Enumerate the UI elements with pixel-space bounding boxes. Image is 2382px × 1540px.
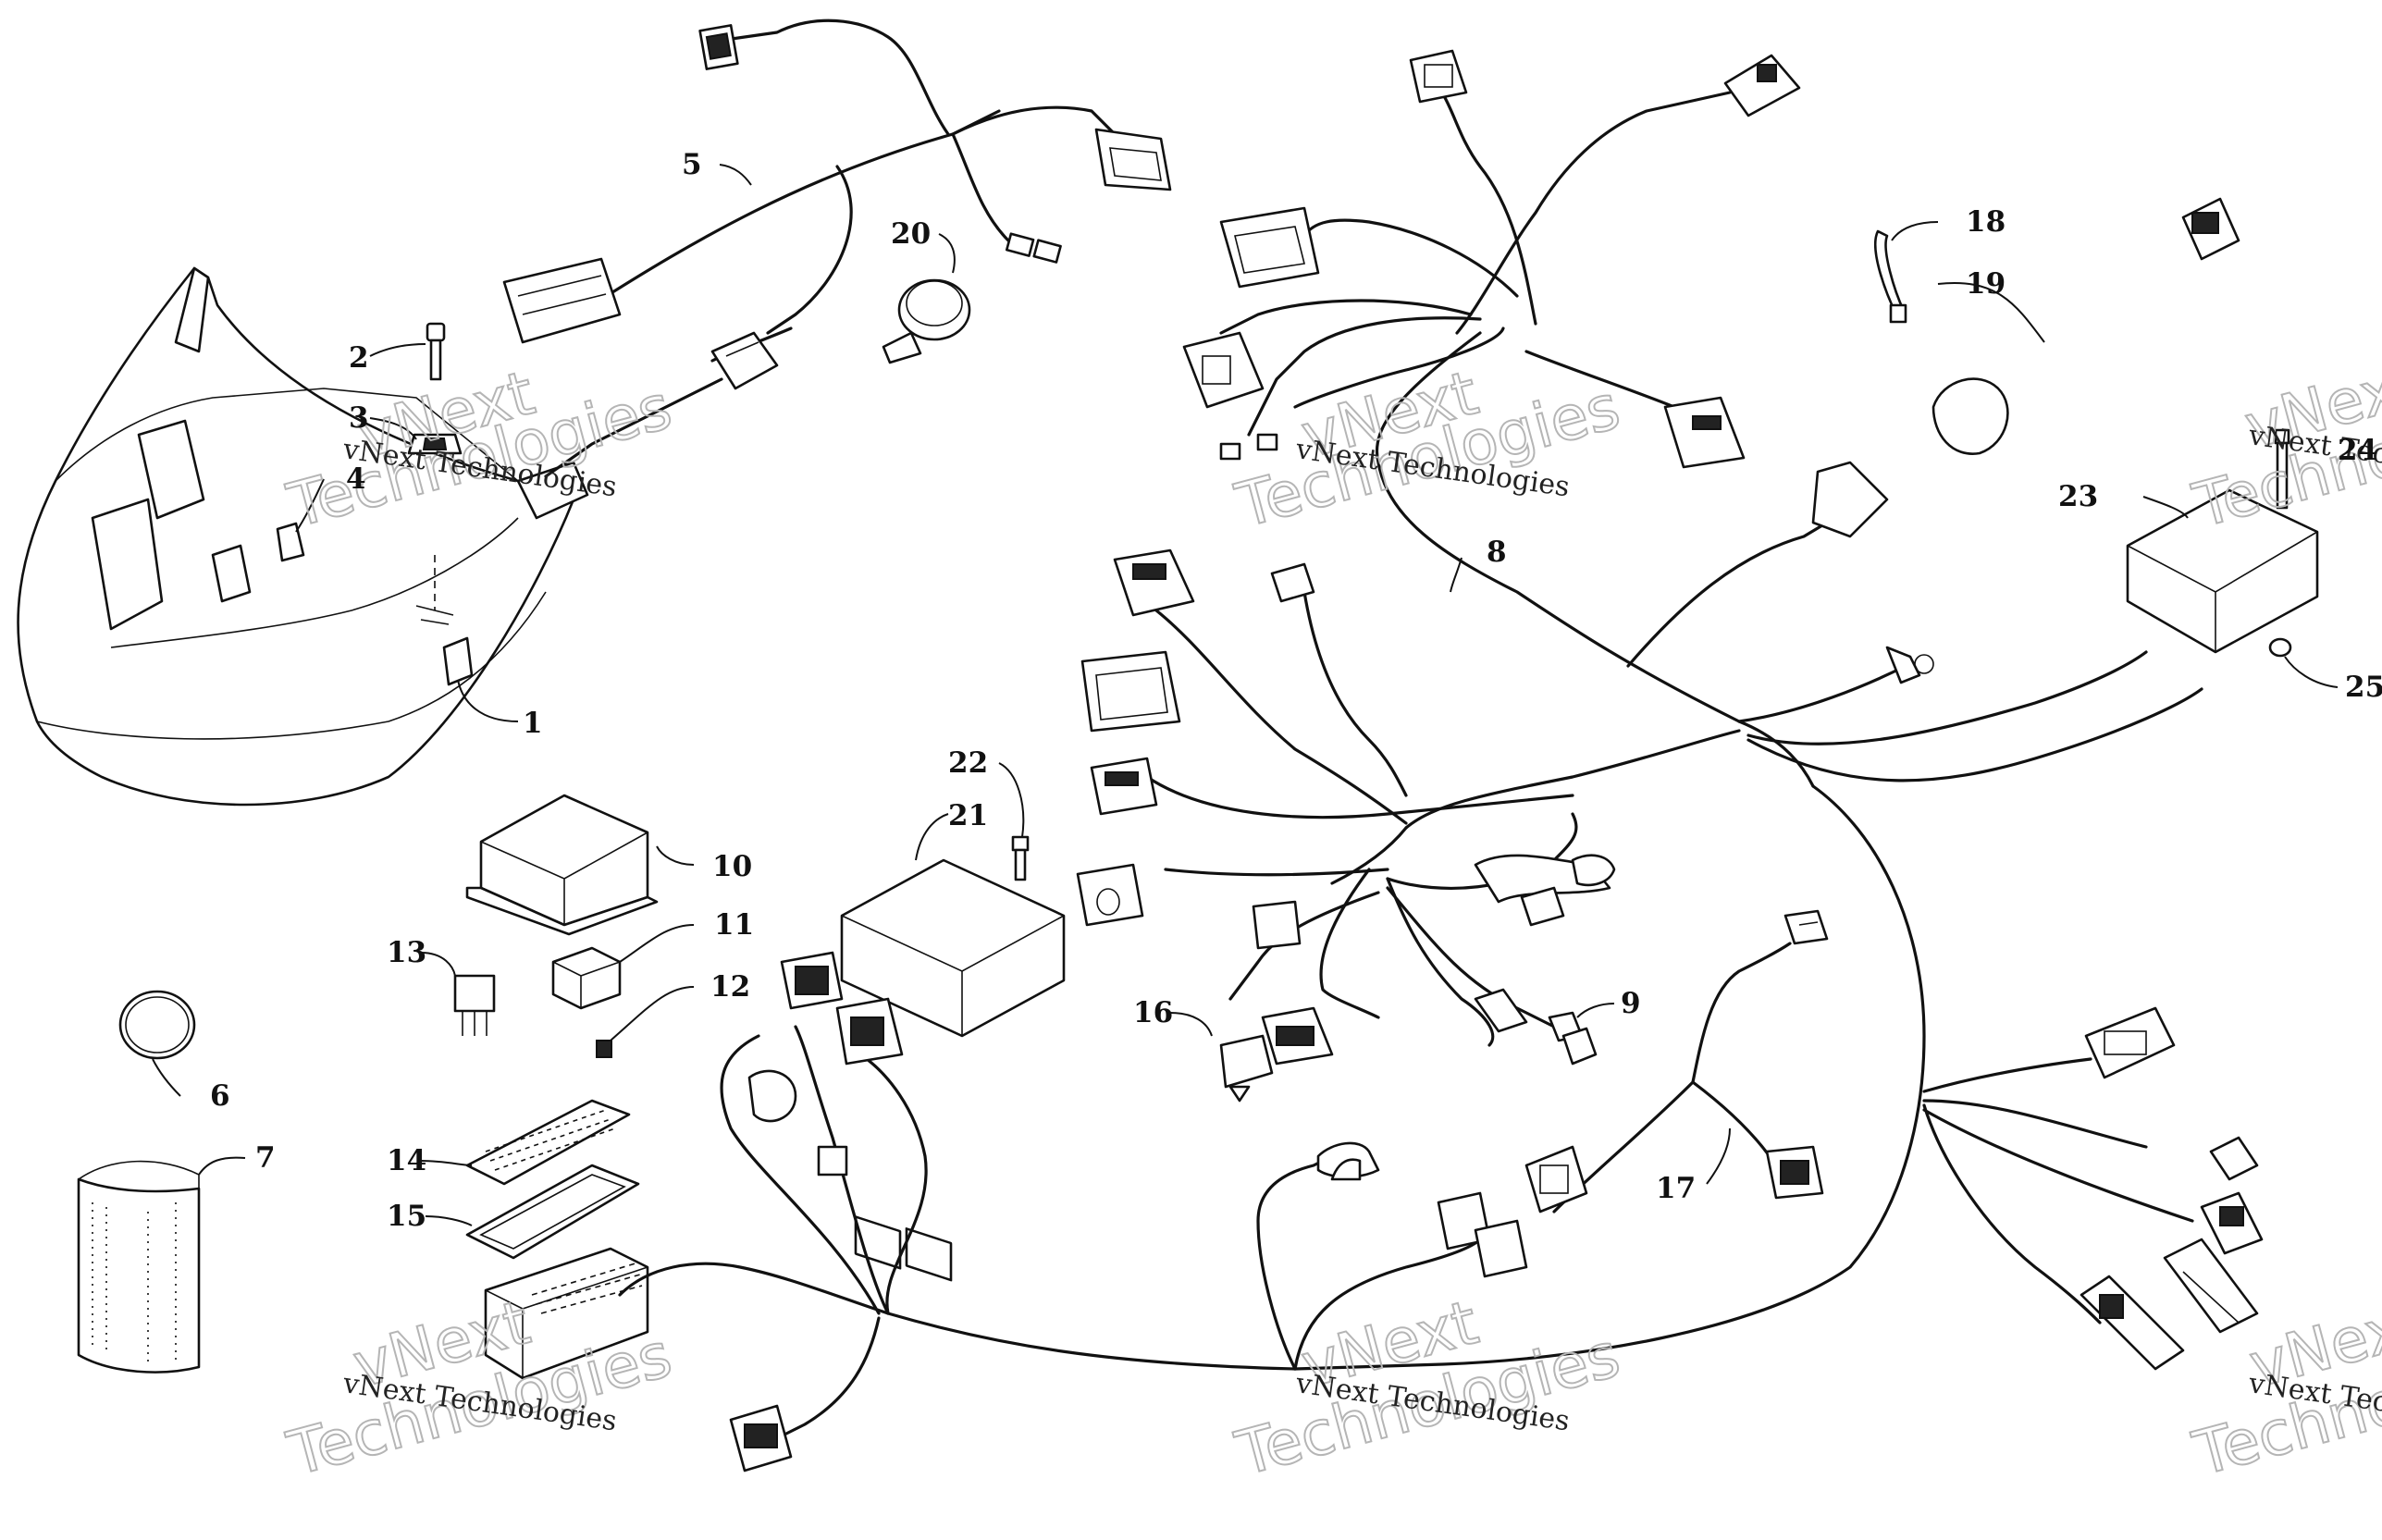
connector [1005,232,1062,264]
bracket-part-4 [276,522,305,562]
callout-25: 25 [2345,671,2382,704]
callout-23: 23 [2058,480,2098,513]
connector [2080,1275,2185,1371]
mini-fuse-part-12 [596,1040,612,1058]
connector [2163,1238,2259,1334]
connector [1571,854,1616,887]
connector [502,257,622,344]
callout-10: 10 [712,850,752,883]
connector [710,331,779,390]
callout-11: 11 [714,908,754,942]
callout-12: 12 [710,970,750,1004]
connector [1330,1158,1362,1181]
callout-16: 16 [1133,996,1173,1029]
screw-part-2 [426,322,446,381]
callout-4: 4 [346,462,366,496]
main-harness [544,18,2203,1440]
callout-15: 15 [387,1200,426,1233]
connector [1723,54,1801,117]
connector [729,1404,793,1472]
fuse-part-11 [551,946,622,1010]
connector [817,1145,848,1177]
connector [2181,197,2240,261]
connector [1182,331,1265,409]
relay-box-part-10 [465,794,659,936]
screw-part-24 [2274,428,2290,510]
connector [1094,128,1172,191]
callout-8: 8 [1487,536,1507,569]
callout-9: 9 [1621,987,1641,1020]
fuse-block [484,1247,649,1380]
fuse-label-part-14 [465,1099,631,1186]
connector [1090,757,1158,816]
callout-3: 3 [349,401,369,435]
connector [2200,1191,2264,1255]
connector [1783,909,1829,945]
callout-20: 20 [891,217,931,251]
connector [2084,1006,2176,1079]
connector [747,1069,797,1123]
tie-part-18 [1873,229,1907,324]
connector [1524,1145,1588,1214]
callout-21: 21 [948,799,988,832]
callout-numbers: 1 2 3 4 5 6 7 8 9 10 11 12 13 14 15 16 1… [210,148,2382,1233]
clamp-ring-part-6 [118,990,196,1060]
callout-1: 1 [523,707,543,740]
callout-6: 6 [210,1079,230,1113]
callout-5: 5 [682,148,702,181]
connector [1409,49,1468,104]
connector [1252,900,1302,950]
connector [1474,988,1528,1033]
buzzer-part-20 [882,278,971,364]
connector [1520,886,1565,927]
connector [1932,377,2009,455]
callout-7: 7 [255,1141,276,1175]
connector [698,24,739,70]
connector [1548,1011,1598,1066]
connector [780,951,844,1010]
callout-2: 2 [349,341,369,375]
callout-14: 14 [387,1144,426,1177]
callout-19: 19 [1966,267,2006,301]
gasket-part-15 [465,1164,640,1260]
clip-part-3 [407,433,463,455]
callout-18: 18 [1966,205,2006,239]
leader-lines [152,164,2339,1226]
connector [1219,433,1278,461]
module-part-23 [2126,488,2319,654]
connector [1885,646,1934,684]
washer-part-25 [2268,637,2292,658]
bolt-part-22 [1011,835,1030,881]
callout-17: 17 [1656,1172,1696,1205]
connector [1437,1191,1528,1278]
callout-13: 13 [387,936,426,969]
connector [1811,461,1889,538]
connector [1219,1034,1274,1103]
connector [2209,1136,2259,1181]
connector [835,997,904,1066]
connector [1270,562,1315,603]
connector [1765,1145,1824,1200]
connector [1663,396,1746,469]
connector [1113,548,1195,617]
callout-24: 24 [2338,434,2377,467]
connector [1080,650,1181,733]
sleeve-part-7 [77,1160,201,1374]
connectors [502,24,2264,1472]
callout-22: 22 [948,746,988,780]
relay-part-13 [453,974,496,1036]
connector [1076,863,1144,927]
connector [1261,1006,1334,1066]
connector [1219,206,1320,289]
control-module-part-21 [840,858,1066,1282]
